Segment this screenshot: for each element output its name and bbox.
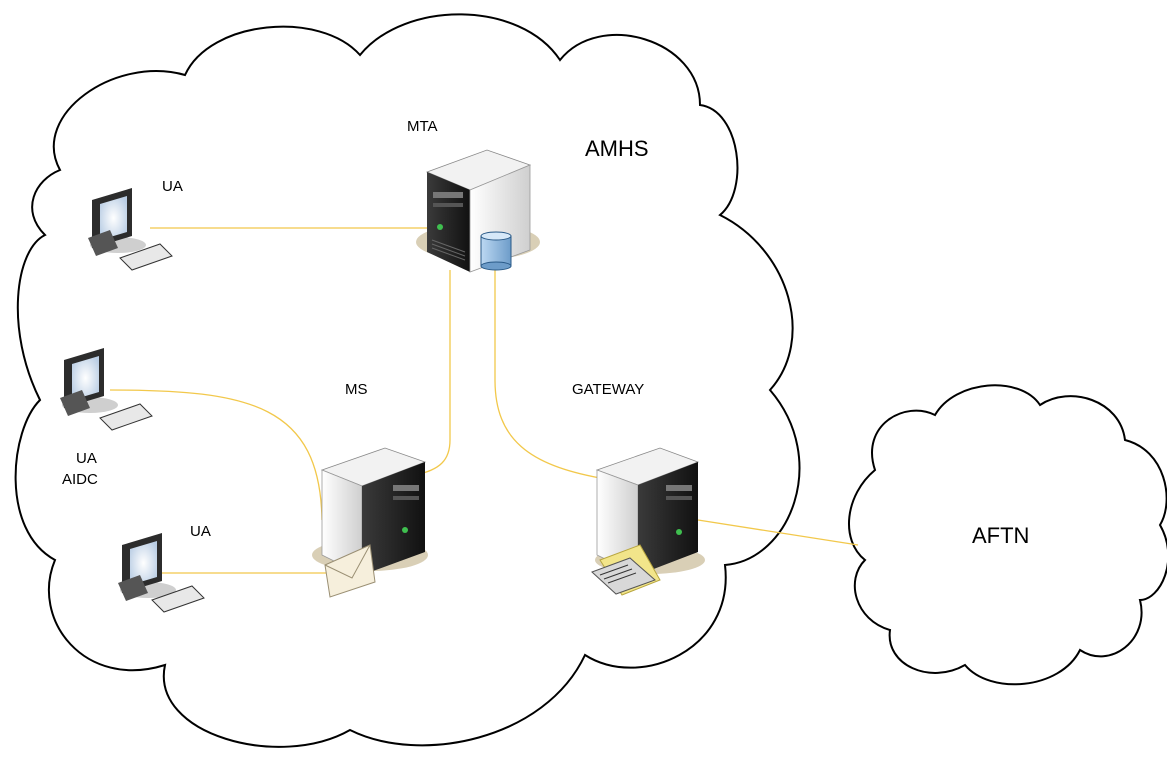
ua-aidc-label-aidc: AIDC	[62, 471, 98, 488]
mta-server-icon[interactable]	[416, 149, 540, 273]
link-gateway-aftn	[697, 519, 859, 546]
envelope-icon	[324, 544, 376, 598]
amhs-cloud	[14, 13, 801, 748]
ms-server-icon[interactable]	[312, 447, 428, 576]
ua-bottom-label: UA	[190, 523, 211, 540]
database-icon	[480, 231, 512, 271]
aftn-cloud	[848, 384, 1167, 686]
ua-top-workstation-icon[interactable]	[88, 188, 173, 271]
gateway-label: GATEWAY	[572, 381, 645, 398]
aftn-label: AFTN	[972, 523, 1030, 548]
ua-aidc-label-ua: UA	[76, 450, 97, 467]
ua-bottom-workstation-icon[interactable]	[118, 533, 205, 613]
link-mta-ms	[414, 270, 451, 476]
links	[109, 227, 859, 574]
mta-label: MTA	[407, 118, 438, 135]
link-ua-aidc-ms	[109, 389, 323, 521]
ua-aidc-workstation-icon[interactable]	[60, 348, 153, 431]
ms-label: MS	[345, 381, 368, 398]
link-mta-gateway	[494, 268, 601, 479]
amhs-label: AMHS	[585, 136, 649, 161]
printer-icon	[591, 544, 661, 596]
ua-top-label: UA	[162, 178, 183, 195]
